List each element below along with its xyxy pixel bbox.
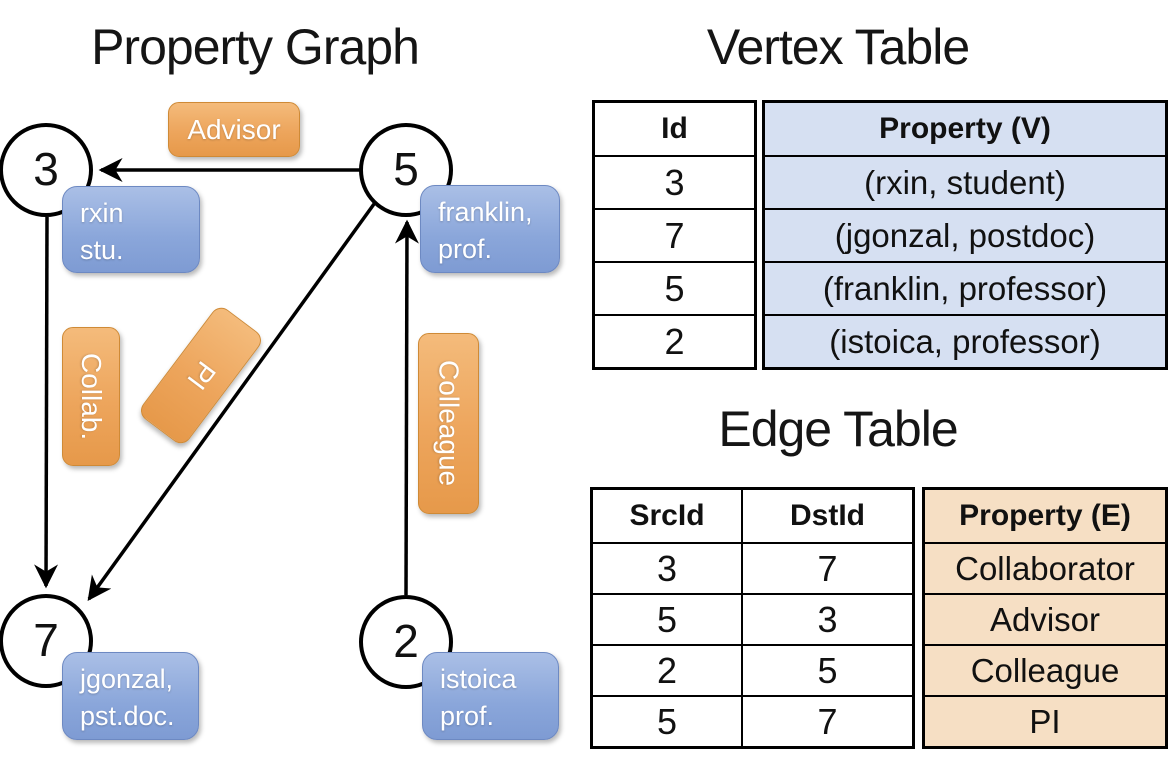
edge-table-row: 2 5 [593, 644, 912, 695]
vertex-table-cell: 7 [595, 208, 754, 261]
node-id-7: 7 [33, 613, 59, 666]
edge-label-colleague-text: Colleague [433, 360, 465, 487]
edge-label-collab-text: Collab. [76, 352, 107, 441]
vertex-property-line: jgonzal, [80, 664, 174, 694]
edge-table-header-row: SrcId DstId [593, 490, 912, 542]
edge-table-row: 5 3 [593, 593, 912, 644]
edge-label-pi-text: PI [181, 355, 222, 396]
edge-table-cell: 2 [656, 649, 678, 691]
vertex-property-line: istoica [440, 664, 517, 694]
edge-table-id-columns: SrcId DstId 3 7 5 3 2 5 5 7 [590, 487, 915, 749]
node-id-3: 3 [33, 142, 59, 195]
edge-table-cell: 7 [741, 544, 912, 593]
vertex-table-cell: 2 [595, 314, 754, 367]
vertex-table-cell: (istoica, professor) [765, 314, 1165, 367]
edge-table-row: 3 7 [593, 542, 912, 593]
vertex-property-line: prof. [440, 701, 495, 731]
vertex-table-property-column: Property (V) (rxin, student) (jgonzal, p… [762, 100, 1168, 370]
edge-table-title: Edge Table [718, 401, 958, 457]
edge-table-cell: 5 [656, 598, 678, 640]
vertex-property-box-2: istoica prof. [422, 652, 559, 740]
edge-pi-5-to-7 [87, 202, 376, 601]
edge-table-row: 5 7 [593, 695, 912, 746]
vertex-table-cell: (rxin, student) [765, 155, 1165, 208]
edge-label-collab: Collab. [62, 327, 120, 466]
vertex-property-line: prof. [438, 234, 493, 264]
vertex-property-box-3: rxin stu. [62, 186, 200, 273]
vertex-table-title: Vertex Table [706, 19, 970, 75]
vertex-table-header-property: Property (V) [879, 112, 1051, 145]
vertex-table-cell: 5 [595, 261, 754, 314]
vertex-property-line: stu. [80, 235, 124, 265]
vertex-property-box-7: jgonzal, pst.doc. [62, 652, 199, 740]
edge-collab-3-to-7 [34, 216, 59, 589]
vertex-table-id-column: Id 3 7 5 2 [592, 100, 757, 370]
edge-table-cell: 5 [741, 646, 912, 695]
edge-table-cell: Advisor [925, 593, 1165, 644]
edge-table-cell: Colleague [925, 644, 1165, 695]
edge-colleague-2-to-5 [394, 219, 419, 596]
edge-label-advisor: Advisor [168, 102, 300, 157]
edge-table-property-column: Property (E) Collaborator Advisor Collea… [922, 487, 1168, 749]
vertex-property-line: rxin [80, 198, 124, 228]
edge-table-cell: 5 [656, 700, 678, 742]
edge-table-cell: 3 [741, 595, 912, 644]
vertex-property-box-5: franklin, prof. [420, 185, 560, 273]
edge-table-cell: 7 [741, 697, 912, 746]
edge-label-advisor-text: Advisor [187, 113, 281, 145]
node-id-5: 5 [393, 142, 419, 195]
vertex-table-cell: (jgonzal, postdoc) [765, 208, 1165, 261]
node-id-2: 2 [393, 614, 419, 667]
edge-label-colleague: Colleague [418, 333, 479, 514]
vertex-table-header-id: Id [661, 112, 688, 145]
edge-table-cell: PI [925, 695, 1165, 746]
edge-table-cell: 3 [656, 547, 678, 589]
vertex-table-cell: 3 [595, 155, 754, 208]
edge-table-header-dstid: DstId [741, 490, 912, 542]
vertex-property-line: franklin, [438, 197, 533, 227]
vertex-property-line: pst.doc. [80, 701, 175, 731]
edge-table-header-srcid: SrcId [629, 499, 705, 532]
vertex-table-cell: (franklin, professor) [765, 261, 1165, 314]
property-graph-title: Property Graph [91, 19, 420, 75]
edge-table-cell: Collaborator [925, 542, 1165, 593]
edge-table-header-property: Property (E) [959, 499, 1131, 532]
